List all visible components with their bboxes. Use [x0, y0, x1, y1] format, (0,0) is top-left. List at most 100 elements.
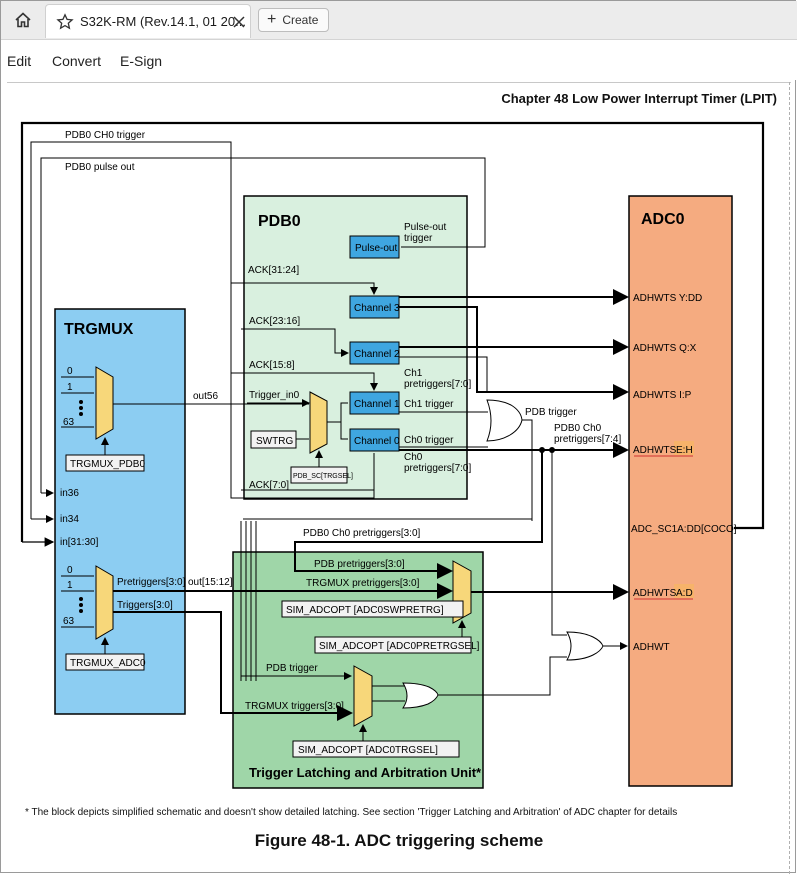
- trgmux-triggers-label: TRGMUX triggers[3:0]: [245, 701, 344, 712]
- trgmux-pretriggers-label: TRGMUX pretriggers[3:0]: [306, 578, 420, 589]
- trgmux-in63-label: 63: [63, 417, 75, 428]
- trigger-in0-label: Trigger_in0: [249, 390, 300, 401]
- adc-yd-label: ADHWTS Y:DD: [633, 293, 702, 304]
- trgmux-adc0-mux: [95, 565, 114, 640]
- channel2-label: Channel 2: [354, 349, 400, 360]
- pretriggers-label: Pretriggers[3:0]: [117, 577, 186, 588]
- trgmux-in0-label: 0: [67, 366, 73, 377]
- menu-edit[interactable]: Edit: [7, 53, 32, 69]
- adc-eh-label: E:H: [676, 445, 693, 456]
- out15-12-label: out[15:12]: [188, 577, 233, 588]
- pdb-pretriggers-label: PDB pretriggers[3:0]: [314, 559, 405, 570]
- menu-bar: Edit Convert E-Sign: [1, 40, 797, 80]
- page-edge: [789, 82, 790, 874]
- coco-feedback-line: [20, 121, 765, 542]
- pdb0-ch0-trigger-line: [30, 141, 375, 519]
- channel2-box: [349, 341, 400, 365]
- pretrig-to-adhwt-or-line: [551, 450, 567, 636]
- footnote: * The block depicts simplified schematic…: [25, 807, 678, 818]
- adc-adhwt-label: ADHWT: [633, 642, 670, 653]
- ack15-8-label: ACK[15:8]: [249, 360, 295, 371]
- star-icon[interactable]: [56, 12, 74, 31]
- pdb0-pretrig-3-0-line: [294, 450, 543, 579]
- pdb-trigger-or-gate: [486, 399, 523, 442]
- latch-pdb-trigger-label: PDB trigger: [266, 663, 318, 674]
- trigger-mux: [353, 665, 373, 727]
- adc0-title: ADC0: [641, 211, 685, 228]
- trgmux-pdb0-mux: [95, 366, 114, 440]
- triggers-label: Triggers[3:0]: [117, 600, 173, 611]
- trgmux-in1-label: 1: [67, 382, 73, 393]
- latch-title: Trigger Latching and Arbitration Unit*: [249, 765, 482, 780]
- eh-highlight: [674, 441, 694, 455]
- in31-30-label: in[31:30]: [60, 537, 99, 548]
- trgmux-b-in1-label: 1: [67, 580, 73, 591]
- adc-ip-label: ADHWTS I:P: [633, 390, 692, 401]
- menu-convert[interactable]: Convert: [52, 53, 102, 69]
- ack31-24-label: ACK[31:24]: [248, 265, 299, 276]
- trgmux-triggers-line: [113, 611, 353, 721]
- trgmux-adc0-label: TRGMUX_ADC0: [70, 658, 146, 669]
- tab-document[interactable]: S32K-RM (Rev.14.1, 01 20...: [45, 4, 251, 38]
- junction-dot: [539, 447, 545, 453]
- latch-or-gate: [402, 682, 439, 709]
- adc-qx-label: ADHWTS Q:X: [633, 343, 697, 354]
- in34-label: in34: [60, 514, 79, 525]
- pulse-out-label: Pulse-out: [355, 243, 397, 254]
- tab-title: S32K-RM (Rev.14.1, 01 20...: [80, 14, 246, 29]
- plus-icon: +: [267, 11, 277, 28]
- trgmux-inputs: [61, 376, 94, 428]
- home-button[interactable]: [7, 6, 39, 34]
- mux-to-channels-line: [327, 402, 348, 440]
- channel1-label: Channel 1: [354, 399, 400, 410]
- ch0-trigger-label: Ch0 trigger: [404, 435, 454, 446]
- figure-caption: Figure 48-1. ADC triggering scheme: [254, 831, 544, 850]
- close-icon[interactable]: [232, 15, 246, 29]
- sim-pretrgsel-box: [314, 636, 472, 654]
- pdb-trigger-line: [243, 419, 533, 520]
- ack31-24-line: [231, 282, 378, 295]
- adc-ad-label: A:D: [676, 588, 693, 599]
- pdb0-pulse-out-line: [40, 157, 486, 493]
- ack7-0-line: [241, 453, 375, 491]
- adc0-block: [628, 195, 733, 787]
- sim-trgsel-box: [292, 740, 460, 758]
- in36-label: in36: [60, 488, 79, 499]
- sim-swpretrg-box: [281, 600, 464, 618]
- menu-esign[interactable]: E-Sign: [120, 53, 163, 69]
- create-button[interactable]: + Create: [258, 8, 329, 32]
- pdb0-ch0-trigger-label: PDB0 CH0 trigger: [65, 130, 146, 141]
- trgmux-pdb0-label: TRGMUX_PDB0: [70, 459, 145, 470]
- channel0-label: Channel 0: [354, 436, 400, 447]
- ack15-8-line: [231, 372, 378, 391]
- channel0-box: [349, 428, 400, 452]
- swtrg-label: SWTRG: [256, 436, 293, 447]
- ack-bus-lines: [240, 521, 257, 681]
- pdb-sc-trgsel-label: PDB_SC[TRGSEL]: [293, 473, 353, 480]
- pdb0-ch0-pretriggers-3-0-label: PDB0 Ch0 pretriggers[3:0]: [303, 528, 421, 539]
- ack23-16-label: ACK[23:16]: [249, 316, 300, 327]
- adc-ad-prefix: ADHWTS: [633, 588, 677, 599]
- adc-sc1a-label: ADC_SC1A:DD[COCO]: [631, 524, 737, 535]
- pdb0-pulse-out-label: PDB0 pulse out: [65, 162, 135, 173]
- out56-label: out56: [193, 391, 218, 402]
- pdb-trigger-mux: [309, 391, 328, 454]
- pulse-out-box: [349, 235, 400, 259]
- trgmux-block: [54, 308, 186, 715]
- trgmux-adc0-inputs: [61, 575, 94, 628]
- adhwt-or-gate: [566, 631, 604, 661]
- ad-highlight: [674, 584, 694, 598]
- ch1-trigger-label: Ch1 trigger: [404, 399, 454, 410]
- ack23-16-line: [241, 328, 349, 357]
- pdb-trigger-label: PDB trigger: [525, 407, 577, 418]
- trgmux-b-in0-label: 0: [67, 565, 73, 576]
- channel3-out-line: [399, 306, 629, 400]
- document-top-divider: [7, 82, 791, 83]
- pdb0-title: PDB0: [258, 213, 301, 230]
